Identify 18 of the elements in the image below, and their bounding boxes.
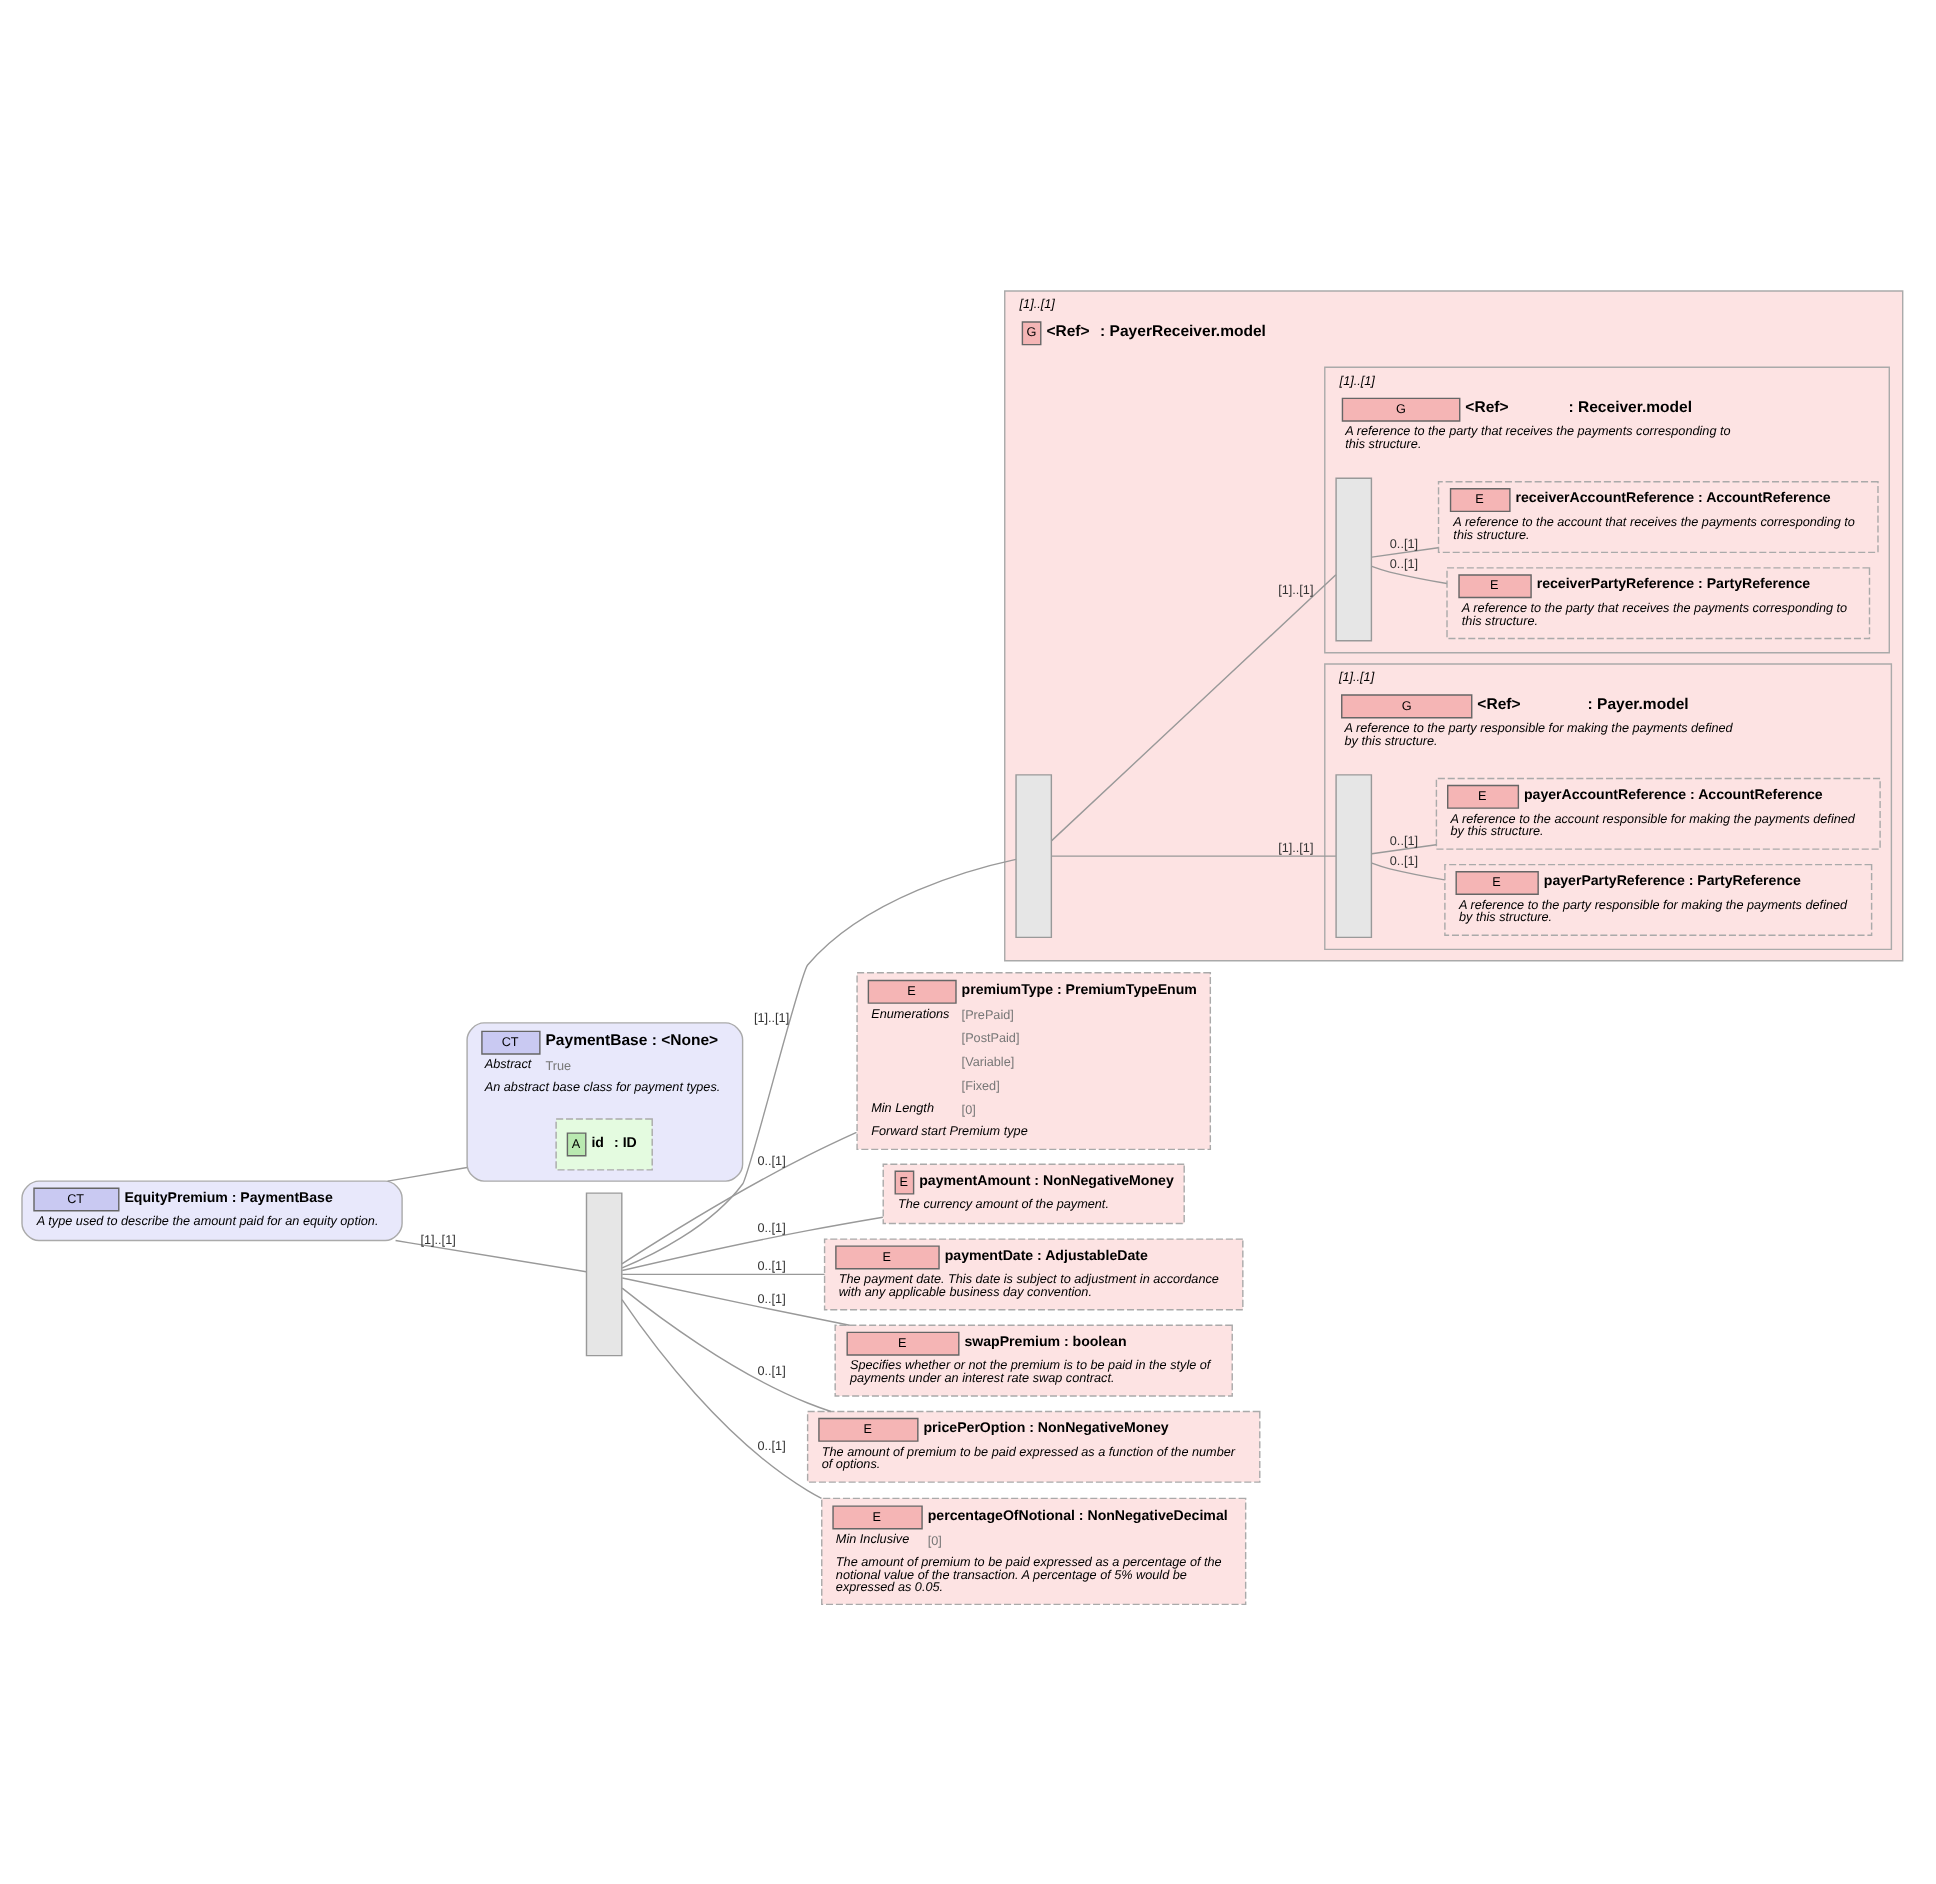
connector	[621, 1273, 826, 1276]
connector	[1371, 547, 1439, 558]
connector	[394, 1239, 587, 1273]
connector	[621, 1131, 858, 1265]
connector	[1371, 862, 1446, 881]
connector	[1371, 565, 1448, 585]
connector	[621, 1299, 823, 1500]
node-bar	[1335, 774, 1373, 939]
connector	[1051, 855, 1337, 857]
node-bar	[585, 1192, 623, 1357]
connector	[1051, 574, 1337, 842]
connector	[621, 1277, 851, 1326]
connector	[621, 1287, 832, 1413]
connector	[1371, 844, 1437, 855]
connector	[621, 1216, 884, 1272]
node-bar	[1015, 774, 1053, 939]
connector	[386, 1166, 468, 1182]
node-bar	[1335, 477, 1373, 642]
